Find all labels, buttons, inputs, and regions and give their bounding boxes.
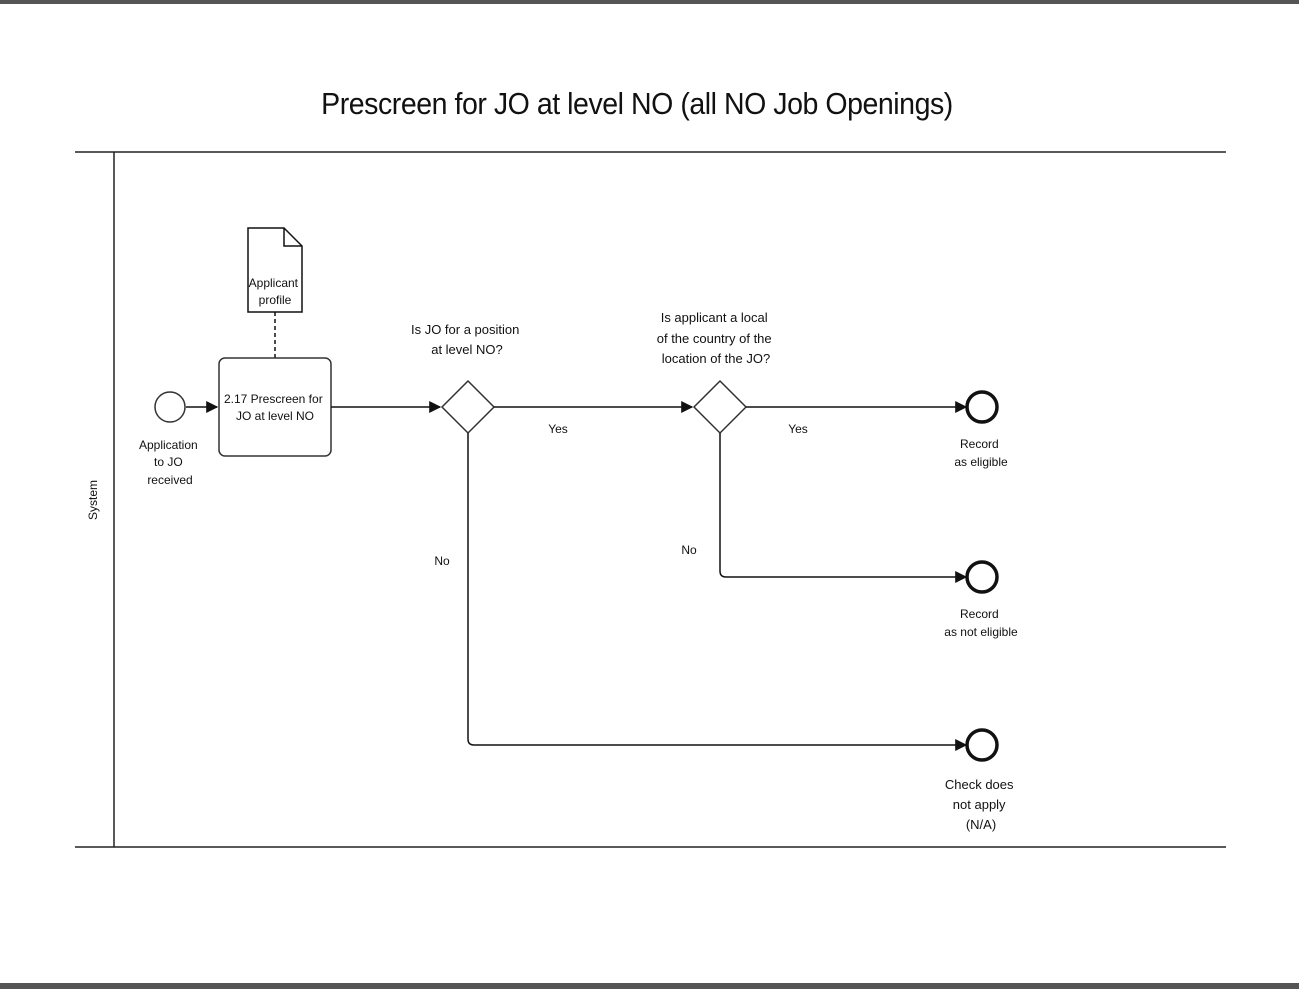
task-prescreen bbox=[218, 357, 332, 457]
end-na-label: Check does not apply (N/A) bbox=[945, 777, 1017, 832]
end-event-eligible bbox=[965, 390, 999, 424]
start-event bbox=[154, 391, 186, 423]
gateway-1-diamond bbox=[440, 379, 496, 435]
yes-label-1: Yes bbox=[548, 422, 568, 436]
no-label-2: No bbox=[681, 543, 697, 557]
end-event-not-eligible bbox=[965, 560, 999, 594]
data-object-icon bbox=[247, 227, 303, 313]
start-event-label: Application to JO received bbox=[139, 438, 201, 487]
page-bottom-border bbox=[0, 983, 1299, 989]
page-top-border bbox=[0, 0, 1299, 4]
no-label-1: No bbox=[434, 554, 450, 568]
end-not-eligible-label: Record as not eligible bbox=[944, 607, 1018, 639]
end-event-na bbox=[965, 728, 999, 762]
data-object-fold bbox=[283, 228, 302, 247]
gateway-2-diamond bbox=[692, 379, 748, 435]
diagram-title: Prescreen for JO at level NO (all NO Job… bbox=[321, 86, 953, 121]
data-object-label: Applicant profile bbox=[249, 276, 302, 307]
end-eligible-label: Record as eligible bbox=[954, 437, 1008, 469]
yes-label-2: Yes bbox=[788, 422, 808, 436]
gateway-1-question: Is JO for a position at level NO? bbox=[411, 322, 523, 357]
lane-label: System bbox=[86, 480, 100, 520]
flow-gateway-1-no bbox=[467, 433, 968, 751]
task-label: 2.17 Prescreen for JO at level NO bbox=[224, 392, 326, 423]
pool bbox=[75, 151, 1226, 848]
gateway-2-question: Is applicant a local of the country of t… bbox=[657, 310, 776, 366]
flow-gateway-2-no bbox=[719, 433, 968, 583]
